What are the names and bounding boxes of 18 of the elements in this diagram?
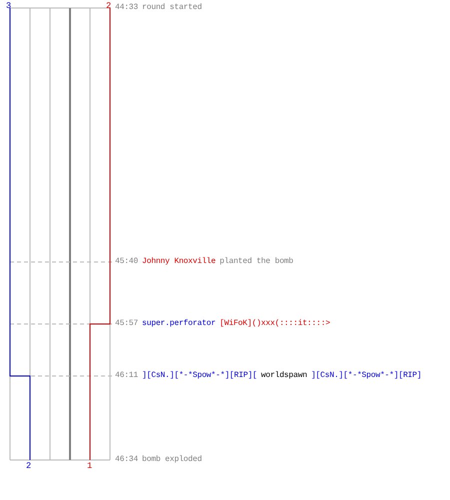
event-text: planted the bomb: [220, 257, 294, 266]
event-text: worldspawn: [261, 371, 308, 380]
timestamp: 45:57: [115, 319, 138, 328]
player-name: super.perforator: [142, 319, 216, 328]
timestamp: 44:33: [115, 3, 138, 12]
player-name: [WiFoK]()xxx(::::it::::>: [220, 319, 330, 328]
timestamp: 46:11: [115, 371, 138, 380]
player-count: 2: [26, 461, 32, 471]
player-name: Johnny Knoxville: [142, 257, 216, 266]
player-count: 2: [106, 1, 112, 11]
event-text: bomb exploded: [142, 455, 202, 464]
player-count: 3: [6, 1, 12, 11]
timestamp: 45:40: [115, 257, 138, 266]
player-name: ][CsN.][*-*Spow*-*][RIP][: [142, 371, 258, 380]
player-name: ][CsN.][*-*Spow*-*][RIP]: [311, 371, 422, 380]
timestamp: 46:34: [115, 455, 138, 464]
player-count: 1: [87, 461, 92, 471]
event-text: round started: [142, 3, 202, 12]
